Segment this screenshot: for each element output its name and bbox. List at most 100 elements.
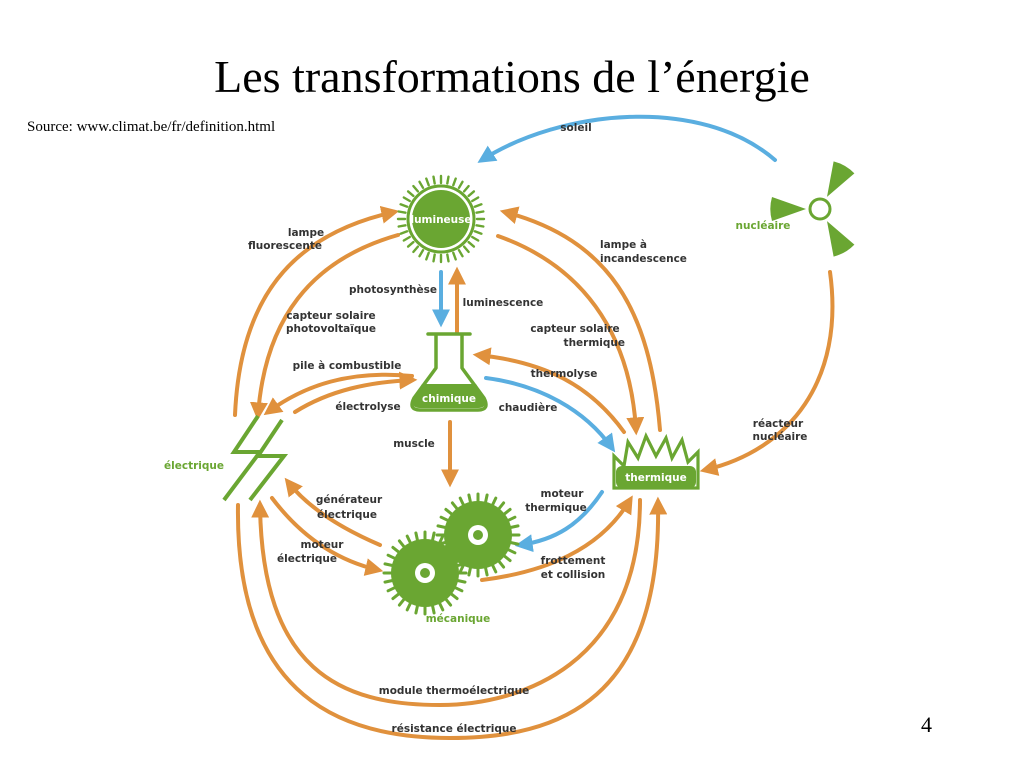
gear-tooth xyxy=(414,531,419,542)
label-moteur-th-2: thermique xyxy=(525,502,586,514)
gear-tooth xyxy=(456,562,467,567)
arrow-chaudiere xyxy=(484,376,616,453)
gear-tooth xyxy=(438,534,445,544)
gear-tooth xyxy=(503,554,512,563)
gear-tooth xyxy=(386,586,396,593)
sun-ray xyxy=(471,235,480,242)
gear-tooth xyxy=(484,566,489,577)
gear-tooth xyxy=(405,602,412,612)
gear-tooth xyxy=(391,545,400,554)
sun-ray xyxy=(462,184,470,193)
arrow-lampe-incandescence xyxy=(499,206,662,432)
gear-tooth xyxy=(507,515,517,522)
sun-ray xyxy=(446,253,450,263)
gear-tooth xyxy=(439,515,449,522)
arrow-reacteur-nucleaire xyxy=(699,270,835,476)
sun-ray xyxy=(432,175,436,185)
arrow-thermolyse xyxy=(472,347,626,434)
gear-tooth xyxy=(386,553,396,560)
sun-ray xyxy=(473,203,483,208)
gear-tooth xyxy=(503,507,512,516)
gear-tooth xyxy=(484,493,489,504)
sun-icon xyxy=(396,174,486,264)
gear-tooth xyxy=(458,496,465,506)
label-capteur-th-1: capteur solaire xyxy=(530,323,619,335)
label-photosynthese: photosynthèse xyxy=(349,284,437,296)
arrow-lampe-fluorescente xyxy=(233,205,400,417)
gear-tooth xyxy=(507,548,517,555)
sun-ray xyxy=(475,210,485,214)
gear-tooth xyxy=(444,539,453,548)
gear-tooth xyxy=(450,592,459,601)
sun-ray xyxy=(425,177,430,187)
source-citation: Source: www.climat.be/fr/definition.html xyxy=(27,119,276,135)
sun-ray xyxy=(406,190,415,198)
arrow-moteur-electrique xyxy=(270,496,384,576)
sun-ray xyxy=(452,251,457,261)
gear-tooth xyxy=(491,564,498,574)
arrow-frottement xyxy=(480,495,633,582)
label-resistance-electrique: résistance électrique xyxy=(392,723,517,735)
label-module-thermoelectrique: module thermoélectrique xyxy=(379,685,529,697)
flask-icon xyxy=(410,332,488,412)
page-number: 4 xyxy=(921,712,932,737)
arrow-generateur xyxy=(284,477,382,547)
sun-ray xyxy=(425,251,430,261)
label-lampe-inc-2: incandescence xyxy=(600,253,687,265)
label-luminescence: luminescence xyxy=(463,297,544,309)
label-capteur-th-2: thermique xyxy=(564,337,625,349)
sun-ray xyxy=(399,230,409,235)
gear-tooth xyxy=(397,598,406,607)
lightning-icon xyxy=(222,414,289,502)
gear-tooth xyxy=(431,531,436,542)
slide-title: Les transformations de l’énergie xyxy=(214,51,810,102)
sun-ray xyxy=(467,240,476,248)
label-soleil: soleil xyxy=(560,122,591,134)
sun-ray xyxy=(473,230,483,235)
gear-tooth xyxy=(397,539,406,548)
gear-tooth xyxy=(497,560,506,569)
gear-tooth xyxy=(436,524,447,529)
gear-tooth xyxy=(414,604,419,615)
arrow-capteur-photovoltaique xyxy=(249,233,400,421)
label-frottement-1: frottement xyxy=(541,555,606,567)
arrow-moteur-thermique xyxy=(514,490,604,553)
label-electrolyse: électrolyse xyxy=(335,401,400,413)
gear-tooth xyxy=(509,541,520,546)
gear-tooth xyxy=(491,496,498,506)
sun-ray xyxy=(397,210,407,214)
label-lampe-inc-1: lampe à xyxy=(600,239,647,251)
label-lampe-fluo-2: fluorescente xyxy=(248,240,322,252)
label-lampe-fluo-1: lampe xyxy=(288,227,324,239)
sun-ray xyxy=(452,177,457,187)
gear-tooth xyxy=(454,586,464,593)
label-capteur-pv-2: photovoltaïque xyxy=(286,323,376,335)
gear-tooth xyxy=(497,501,506,510)
label-chaudiere: chaudière xyxy=(499,402,558,414)
label-reacteur-2: nucléaire xyxy=(753,431,808,443)
arrow-capteur-thermique xyxy=(496,234,645,436)
arrow-module-thermoelectrique xyxy=(251,498,642,708)
label-capteur-pv-1: capteur solaire xyxy=(286,310,375,322)
label-moteur-th-1: moteur xyxy=(541,488,585,500)
gear-tooth xyxy=(467,566,472,577)
gear-tooth xyxy=(509,524,520,529)
sun-ray xyxy=(446,175,450,185)
sun-ray xyxy=(412,184,420,193)
gear-tooth xyxy=(383,562,394,567)
arrow-electrolyse xyxy=(293,371,418,414)
gear-tooth xyxy=(450,501,459,510)
gear-tooth xyxy=(450,545,459,554)
sun-ray xyxy=(432,253,436,263)
node-label-nucleaire: nucléaire xyxy=(736,220,791,232)
node-label-electrique: électrique xyxy=(164,460,224,472)
label-reacteur-1: réacteur xyxy=(753,418,804,430)
sun-ray xyxy=(471,196,480,203)
gear-tooth xyxy=(458,564,465,574)
sun-ray xyxy=(402,196,411,203)
arrow-resistance-electrique xyxy=(235,496,668,741)
gear-tooth xyxy=(444,598,453,607)
gear-tooth xyxy=(467,493,472,504)
sun-ray xyxy=(402,235,411,242)
sun-ray xyxy=(418,180,425,189)
